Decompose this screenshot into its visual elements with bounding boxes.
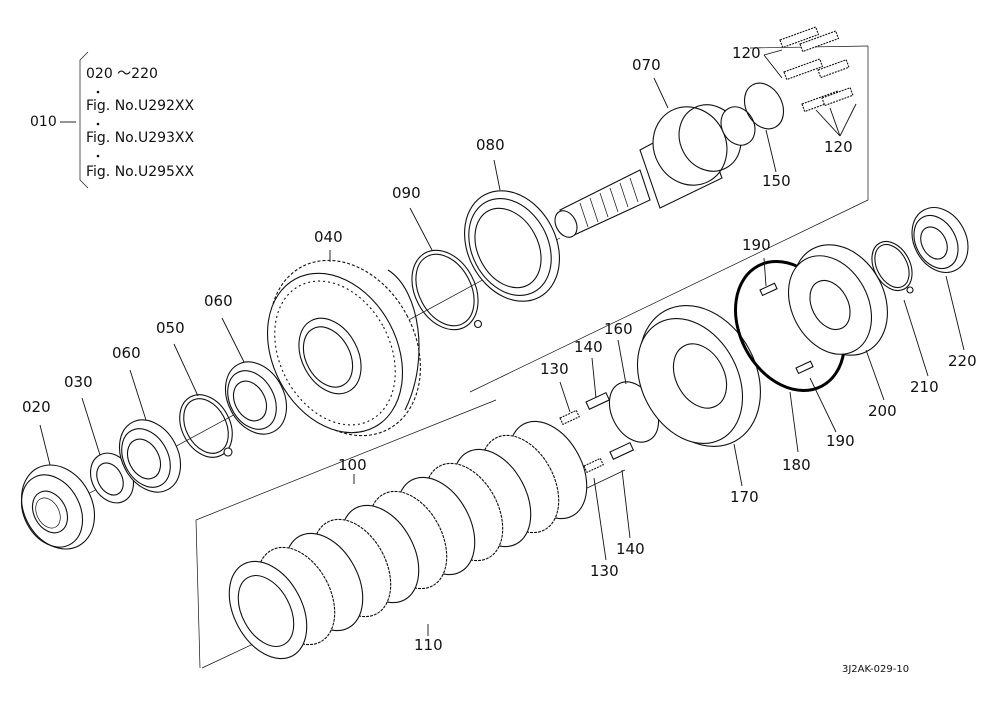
label-030: 030 xyxy=(64,373,93,391)
label-120-top: 120 xyxy=(732,44,761,62)
label-210: 210 xyxy=(910,378,939,396)
label-140-lower: 140 xyxy=(616,540,645,558)
label-130-lower: 130 xyxy=(590,562,619,580)
label-180: 180 xyxy=(782,456,811,474)
label-220: 220 xyxy=(948,352,977,370)
label-140-upper: 140 xyxy=(574,338,603,356)
label-060-lower: 060 xyxy=(112,344,141,362)
label-150: 150 xyxy=(762,172,791,190)
part-080-plate xyxy=(464,190,560,302)
group-line-1: 020 ～220 xyxy=(86,66,158,82)
part-060-bearing-lower xyxy=(118,419,182,493)
label-120-bottom: 120 xyxy=(824,138,853,156)
label-090: 090 xyxy=(392,184,421,202)
label-110: 110 xyxy=(414,636,443,654)
drawing-code: 3J2AK-029-10 xyxy=(842,664,909,675)
part-170-piston xyxy=(636,305,761,447)
part-220-bearing xyxy=(911,207,969,273)
label-170: 170 xyxy=(730,488,759,506)
part-210-snap-ring xyxy=(871,240,914,294)
label-100: 100 xyxy=(338,456,367,474)
part-050-snap-ring xyxy=(179,394,233,458)
part-100-110-clutch-pack xyxy=(228,420,588,660)
part-040-gear xyxy=(266,259,421,437)
part-070-shaft xyxy=(554,104,756,238)
label-190-lower: 190 xyxy=(826,432,855,450)
part-150-o-ring xyxy=(743,82,785,130)
group-reference-block: 010 020 ～220 Fig. No.U292XX Fig. No.U293… xyxy=(30,51,195,189)
part-190-pin-upper xyxy=(759,282,778,297)
label-070: 070 xyxy=(632,56,661,74)
part-labels: 020 030 060 050 060 040 090 080 070 120 … xyxy=(22,44,977,654)
group-main-label: 010 xyxy=(30,114,57,130)
label-160: 160 xyxy=(604,320,633,338)
label-190-upper: 190 xyxy=(742,236,771,254)
part-090-snap-ring xyxy=(411,249,483,331)
part-020-bearing xyxy=(20,464,95,550)
group-line-4: Fig. No.U295XX xyxy=(86,164,195,180)
part-190-pin-lower xyxy=(795,360,814,375)
label-200: 200 xyxy=(868,402,897,420)
label-060-upper: 060 xyxy=(204,292,233,310)
leader-lines xyxy=(39,49,965,636)
group-line-3: Fig. No.U293XX xyxy=(86,130,195,146)
label-050: 050 xyxy=(156,319,185,337)
label-020: 020 xyxy=(22,398,51,416)
part-200-retainer xyxy=(787,244,888,356)
label-080: 080 xyxy=(476,136,505,154)
label-130-upper: 130 xyxy=(540,360,569,378)
group-line-2: Fig. No.U292XX xyxy=(86,98,195,114)
part-060-bearing-upper xyxy=(224,361,288,435)
label-040: 040 xyxy=(314,228,343,246)
part-120-springs xyxy=(779,26,854,113)
